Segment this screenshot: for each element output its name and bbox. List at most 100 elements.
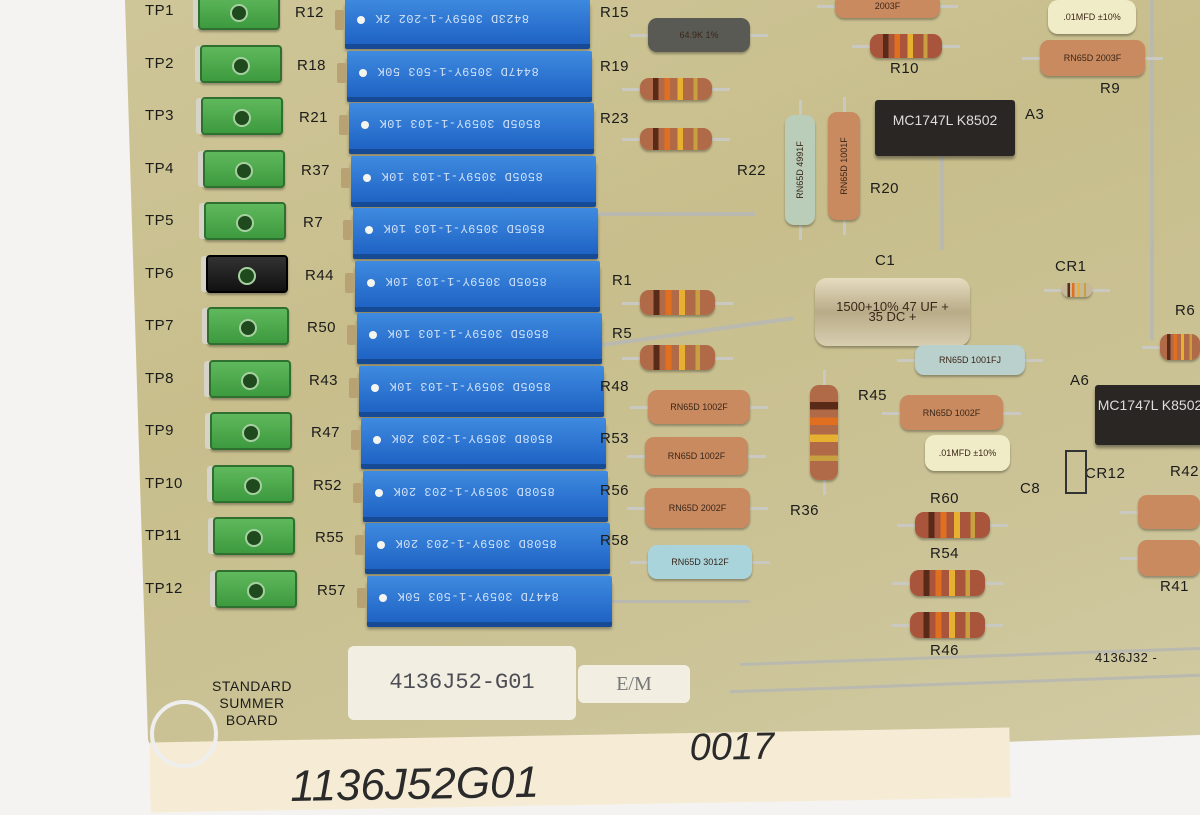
component-ref-label: R60 <box>930 490 960 507</box>
trimmer-ref-label: R43 <box>309 371 339 389</box>
test-point <box>202 149 285 188</box>
trimmer-marking: 8505D 3059Y-1-103 10K <box>389 378 551 393</box>
integrated-circuit: MC1747L K8502 <box>1095 385 1200 445</box>
component-marking: RN65D 1002F <box>667 451 726 461</box>
test-point-label: TP10 <box>145 474 183 492</box>
trimmer-ref-label: R12 <box>295 4 325 21</box>
resistor: 2003F <box>835 0 940 18</box>
resistor: RN65D 1002F <box>900 395 1003 430</box>
trimmer-marking: 8423D 3059Y-1-202 2K <box>375 11 530 25</box>
trimmer-potentiometer: 8505D 3059Y-1-103 10K <box>343 208 598 254</box>
pin-1-dot <box>359 68 367 77</box>
component-ref-label: R46 <box>930 642 960 659</box>
test-point <box>213 517 295 555</box>
test-point-label: TP1 <box>145 2 175 19</box>
component-marking: 64.9K 1% <box>679 30 719 40</box>
em-sticker: E/M <box>578 665 690 703</box>
pin-1-dot <box>367 278 375 287</box>
capacitor: .01MFD ±10% <box>1048 0 1136 34</box>
resistor: RN65D 1001FJ <box>915 345 1025 375</box>
component-marking: .01MFD ±10% <box>938 448 997 458</box>
test-point-label: TP8 <box>145 369 175 387</box>
component-ref-label: R41 <box>1160 578 1190 595</box>
component-ref-label: R20 <box>870 180 900 197</box>
test-point <box>199 44 282 83</box>
resistor <box>640 345 715 370</box>
component-ref-label: R45 <box>858 387 888 404</box>
pin-1-dot <box>363 173 371 182</box>
component-ref-label: R23 <box>600 110 630 127</box>
component-ref-label: R19 <box>600 58 630 75</box>
test-point <box>205 254 288 293</box>
integrated-circuit: MC1747L K8502 <box>875 100 1015 156</box>
trimmer-potentiometer: 8508D 3059Y-1-203 20K <box>351 418 606 464</box>
trimmer-marking: 8505D 3059Y-1-103 10K <box>387 326 549 340</box>
test-point-label: TP11 <box>145 527 182 544</box>
diode-footprint <box>1065 450 1087 494</box>
resistor <box>1062 283 1092 297</box>
component-marking: RN65D 2003F <box>1063 53 1122 63</box>
component-ref-label: R56 <box>600 482 630 499</box>
component-marking: 1500+10% 47 UF + 35 DC + <box>836 299 949 324</box>
component-marking: RN65D 1001F <box>839 137 849 195</box>
component-ref-label: R6 <box>1175 302 1196 319</box>
component-marking: RN65D 1001FJ <box>938 355 1002 365</box>
edge-part-label: 4136J32 - <box>1095 650 1158 665</box>
capacitor: 1500+10% 47 UF + 35 DC + <box>815 278 970 346</box>
pin-1-dot <box>371 383 379 392</box>
component-ref-label: R58 <box>600 532 630 549</box>
component-ref-label: R36 <box>790 502 820 519</box>
component-marking: RN65D 1002F <box>670 402 728 412</box>
pin-1-dot <box>369 331 377 339</box>
resistor: RN65D 1002F <box>645 437 748 475</box>
resistor <box>1160 334 1200 360</box>
component-ref-label: R5 <box>612 325 633 342</box>
test-point-label: TP6 <box>145 264 175 282</box>
pin-1-dot <box>361 121 369 129</box>
component-ref-label: C8 <box>1020 480 1041 497</box>
trimmer-ref-label: R57 <box>317 581 347 599</box>
trimmer-ref-label: R50 <box>307 319 337 336</box>
test-point-label: TP2 <box>145 54 175 72</box>
trimmer-ref-label: R44 <box>305 266 335 284</box>
board-title-line: SUMMER <box>219 695 285 711</box>
test-point-label: TP12 <box>145 579 183 597</box>
trimmer-potentiometer: 8508D 3059Y-1-203 20K <box>355 523 610 569</box>
component-ref-label: R10 <box>890 60 920 77</box>
test-point-label: TP9 <box>145 422 175 439</box>
component-marking: MC1747L K8502 <box>1097 397 1200 413</box>
adjust-screw <box>339 115 348 135</box>
adjust-screw <box>353 482 362 503</box>
component-ref-label: CR1 <box>1055 258 1087 275</box>
trimmer-ref-label: R18 <box>297 56 327 74</box>
component-ref-label: C1 <box>875 252 896 269</box>
test-point-label: TP5 <box>145 212 175 229</box>
resistor: RN65D 2003F <box>1040 40 1145 76</box>
board-title: STANDARD SUMMER BOARD <box>212 678 292 729</box>
component-ref-label: R53 <box>600 430 630 447</box>
adjust-screw <box>345 272 354 293</box>
resistor: RN65D 1002F <box>648 390 750 424</box>
trimmer-potentiometer: 8447D 3059Y-1-503 50K <box>337 50 592 97</box>
pin-1-dot <box>357 16 365 24</box>
trimmer-ref-label: R55 <box>315 529 345 546</box>
component-ref-label: R54 <box>930 545 960 562</box>
component-ref-label: A3 <box>1025 106 1045 123</box>
resistor <box>910 612 985 638</box>
adjust-screw <box>355 535 364 555</box>
trimmer-potentiometer: 8505D 3059Y-1-103 10K <box>347 313 602 359</box>
component-ref-label: R9 <box>1100 80 1121 97</box>
resistor <box>640 78 712 100</box>
component-ref-label: R22 <box>737 162 767 179</box>
component-marking: .01MFD ±10% <box>1063 12 1121 22</box>
resistor: RN65D 4991F <box>785 115 815 225</box>
adjust-screw <box>351 430 360 450</box>
test-point <box>208 359 291 398</box>
resistor: RN65D 2002F <box>645 488 750 528</box>
test-point-label: TP3 <box>145 107 175 124</box>
component-ref-label: R1 <box>612 272 633 289</box>
test-point <box>207 307 289 345</box>
resistor <box>915 512 990 538</box>
adjust-screw <box>341 167 350 188</box>
trimmer-potentiometer: 8447D 3059Y-1-503 50K <box>357 575 612 622</box>
